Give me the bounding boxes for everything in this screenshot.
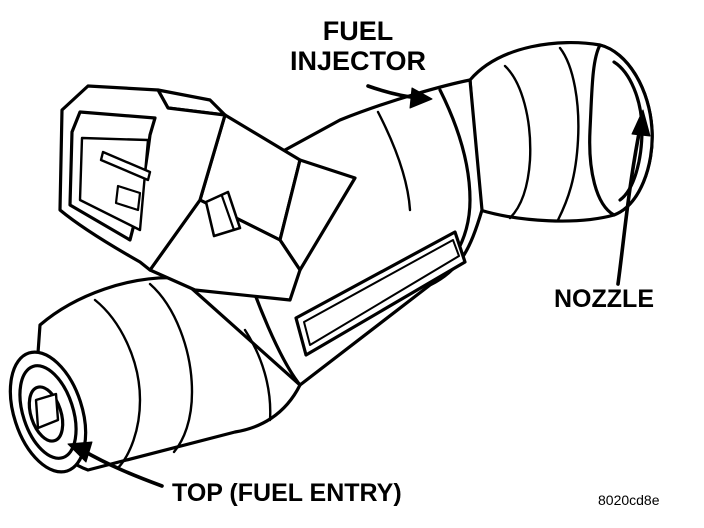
fuel-injector-label-line2: INJECTOR: [290, 46, 427, 76]
figure-code: 8020cd8e: [598, 492, 660, 508]
top-fuel-entry-label: TOP (FUEL ENTRY): [172, 479, 402, 507]
nozzle-end: [468, 40, 654, 223]
electrical-connector: [58, 84, 357, 302]
leader-arrows: [67, 84, 651, 488]
top-end: [8, 276, 302, 474]
fuel-injector-label: FUEL INJECTOR: [290, 16, 426, 76]
fuel-injector-label-line1: FUEL: [322, 16, 394, 46]
nozzle-label: NOZZLE: [554, 285, 654, 313]
